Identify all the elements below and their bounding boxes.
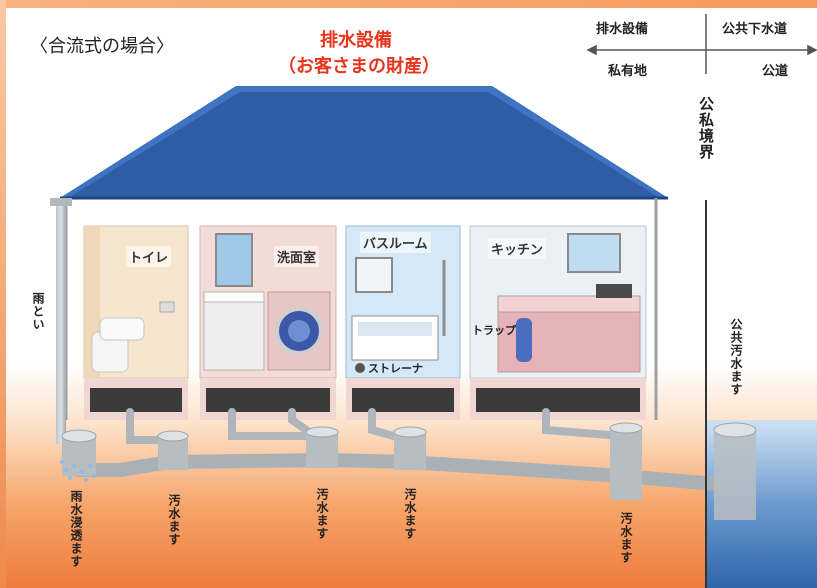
- mode-label: 〈合流式の場合〉: [30, 36, 174, 57]
- diagram-title: 排水設備: [320, 30, 392, 51]
- room-label-kitchen: キッチン: [488, 238, 547, 259]
- diagram-subtitle: （お客さまの財産）: [278, 56, 440, 77]
- sewage-basin-3-label: 汚水ます: [403, 488, 417, 540]
- sewage-basin-1: [157, 430, 189, 470]
- infiltration-basin-label: 雨水浸透ます: [69, 490, 83, 568]
- rain-infiltration-basin: [60, 429, 97, 482]
- sewage-basin-2: [305, 426, 339, 468]
- public-sewage-basin: [713, 422, 757, 520]
- legend-public-road: 公道: [762, 64, 789, 79]
- sewage-basin-2-label: 汚水ます: [315, 488, 329, 540]
- boundary-label: 公私境界: [697, 96, 715, 160]
- legend-private-land: 私有地: [608, 64, 648, 79]
- room-label-toilet: トイレ: [126, 246, 172, 267]
- downspout-pipe: [56, 204, 66, 444]
- roof: [60, 86, 668, 198]
- strainer-label: ストレーナ: [368, 362, 423, 375]
- legend-divider: [586, 14, 817, 74]
- room-label-bathroom: バスルーム: [360, 232, 431, 253]
- sewage-basin-1-label: 汚水ます: [167, 494, 181, 546]
- sewage-basin-3: [393, 426, 427, 470]
- legend-drainage-facility: 排水設備: [596, 22, 649, 37]
- downspout-label: 雨とい: [31, 292, 45, 331]
- room-label-washroom: 洗面室: [274, 246, 320, 267]
- trap-label: トラップ: [472, 324, 516, 337]
- legend-public-sewer: 公共下水道: [722, 22, 788, 37]
- top-border: [0, 0, 817, 8]
- left-border: [0, 0, 6, 588]
- public-basin-label: 公共汚水ます: [729, 318, 743, 396]
- bathroom-room: [345, 225, 461, 420]
- sewage-basin-4-label: 汚水ます: [619, 512, 633, 564]
- toilet-room: [83, 225, 189, 420]
- sewage-basin-4: [609, 422, 643, 500]
